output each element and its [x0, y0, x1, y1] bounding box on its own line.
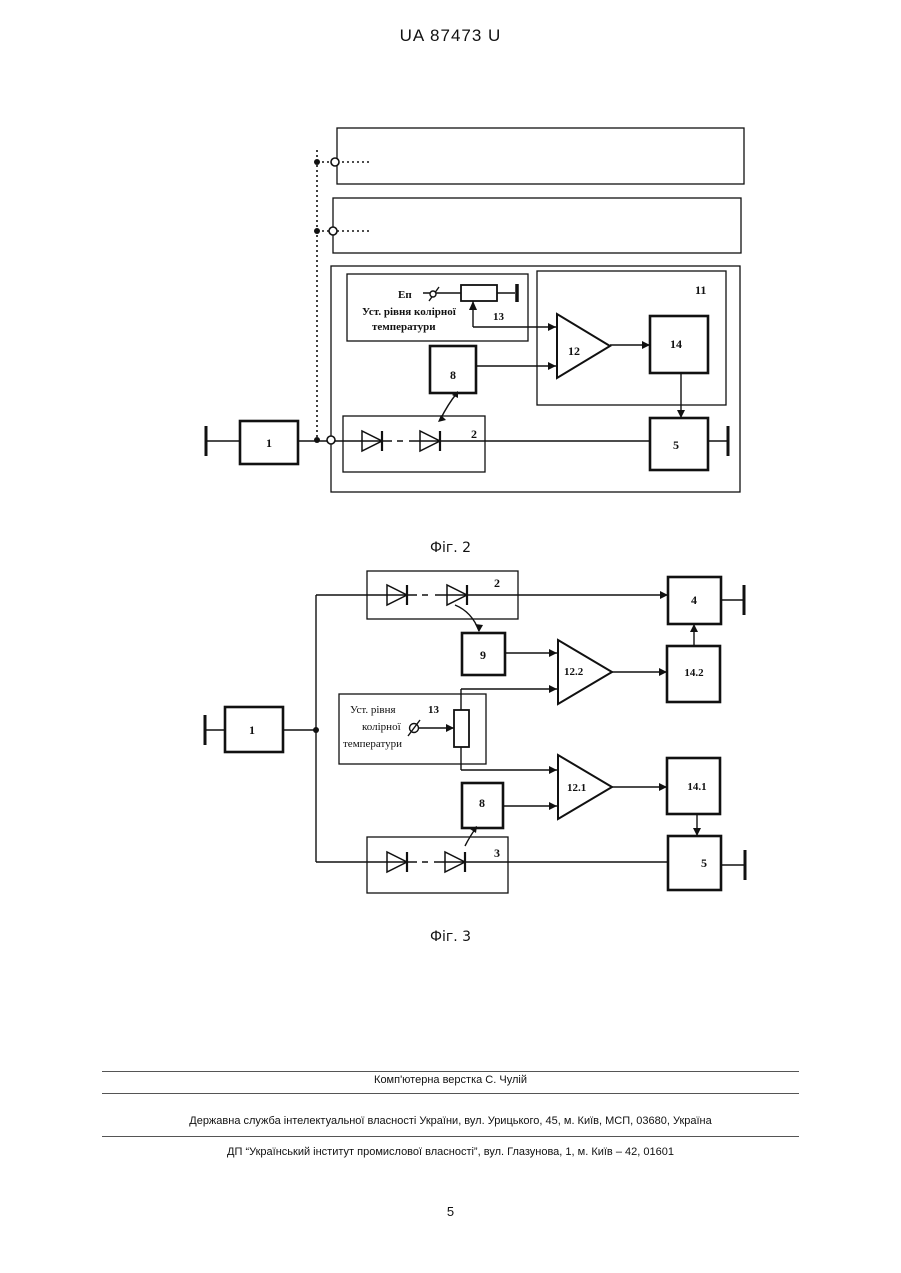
fig2-block-5: [650, 418, 708, 470]
fig3-label-12-1: 12.1: [567, 782, 586, 794]
fig3-resistor: [454, 710, 469, 747]
institute-address: ДП “Український інститут промислової вла…: [0, 1146, 901, 1158]
agency-address: Державна служба інтелектуальної власност…: [0, 1115, 901, 1127]
figure-3-caption: Фіг. 3: [0, 929, 901, 945]
figure-2-caption: Фіг. 2: [0, 540, 901, 556]
typesetting-credit: Комп'ютерна верстка С. Чулій: [0, 1074, 901, 1086]
fig2-label-8: 8: [450, 368, 456, 382]
fig2-label-14: 14: [670, 337, 682, 351]
figure-2-diagram: 1 2 5 8 11 12 13 14 Еп Уст. рівня колірн…: [0, 110, 901, 510]
fig2-label-13: 13: [493, 311, 505, 323]
figure-3-diagram: 1 2 3 4 5 9 8 13 12.2 12.1 14.2 14.1 Уст…: [0, 560, 901, 910]
fig3-label-13: 13: [428, 704, 440, 716]
fig2-label-12: 12: [568, 344, 580, 358]
fig3-label-3: 3: [494, 846, 500, 860]
fig2-amplifier-12: [557, 314, 610, 378]
fig2-label-11: 11: [695, 283, 706, 297]
fig2-setting-text-2: температури: [372, 321, 436, 333]
fig3-label-9: 9: [480, 648, 486, 662]
fig3-label-1: 1: [249, 723, 255, 737]
fig2-label-2: 2: [471, 427, 477, 441]
fig3-label-5: 5: [701, 856, 707, 870]
fig3-setting-text-2: колірної: [362, 721, 402, 733]
page-number: 5: [0, 1204, 901, 1219]
footer-rule-1: [102, 1071, 799, 1072]
fig3-label-12-2: 12.2: [564, 666, 584, 678]
fig2-setting-text-1: Уст. рівня колірної: [362, 306, 457, 318]
fig3-block-5: [668, 836, 721, 890]
fig2-upper-block-1: [337, 128, 744, 184]
fig3-diode-box-3: [367, 837, 508, 893]
fig3-setting-text-1: Уст. рівня: [350, 704, 396, 716]
fig2-diode-box-2: [343, 416, 485, 472]
fig2-label-1: 1: [266, 436, 272, 450]
footer-rule-3: [102, 1136, 799, 1137]
fig3-label-14-1: 14.1: [687, 781, 706, 793]
footer-rule-2: [102, 1093, 799, 1094]
fig3-label-8: 8: [479, 796, 485, 810]
fig2-resistor: [461, 285, 497, 301]
fig2-ep-label: Еп: [398, 289, 412, 301]
fig3-setting-text-3: температури: [343, 738, 402, 750]
fig2-main-frame: [331, 266, 740, 492]
fig2-upper-block-2: [333, 198, 741, 253]
fig3-label-2: 2: [494, 576, 500, 590]
fig3-label-4: 4: [691, 593, 697, 607]
patent-number: UA 87473 U: [0, 26, 901, 46]
fig2-label-5: 5: [673, 438, 679, 452]
fig3-label-14-2: 14.2: [684, 667, 704, 679]
